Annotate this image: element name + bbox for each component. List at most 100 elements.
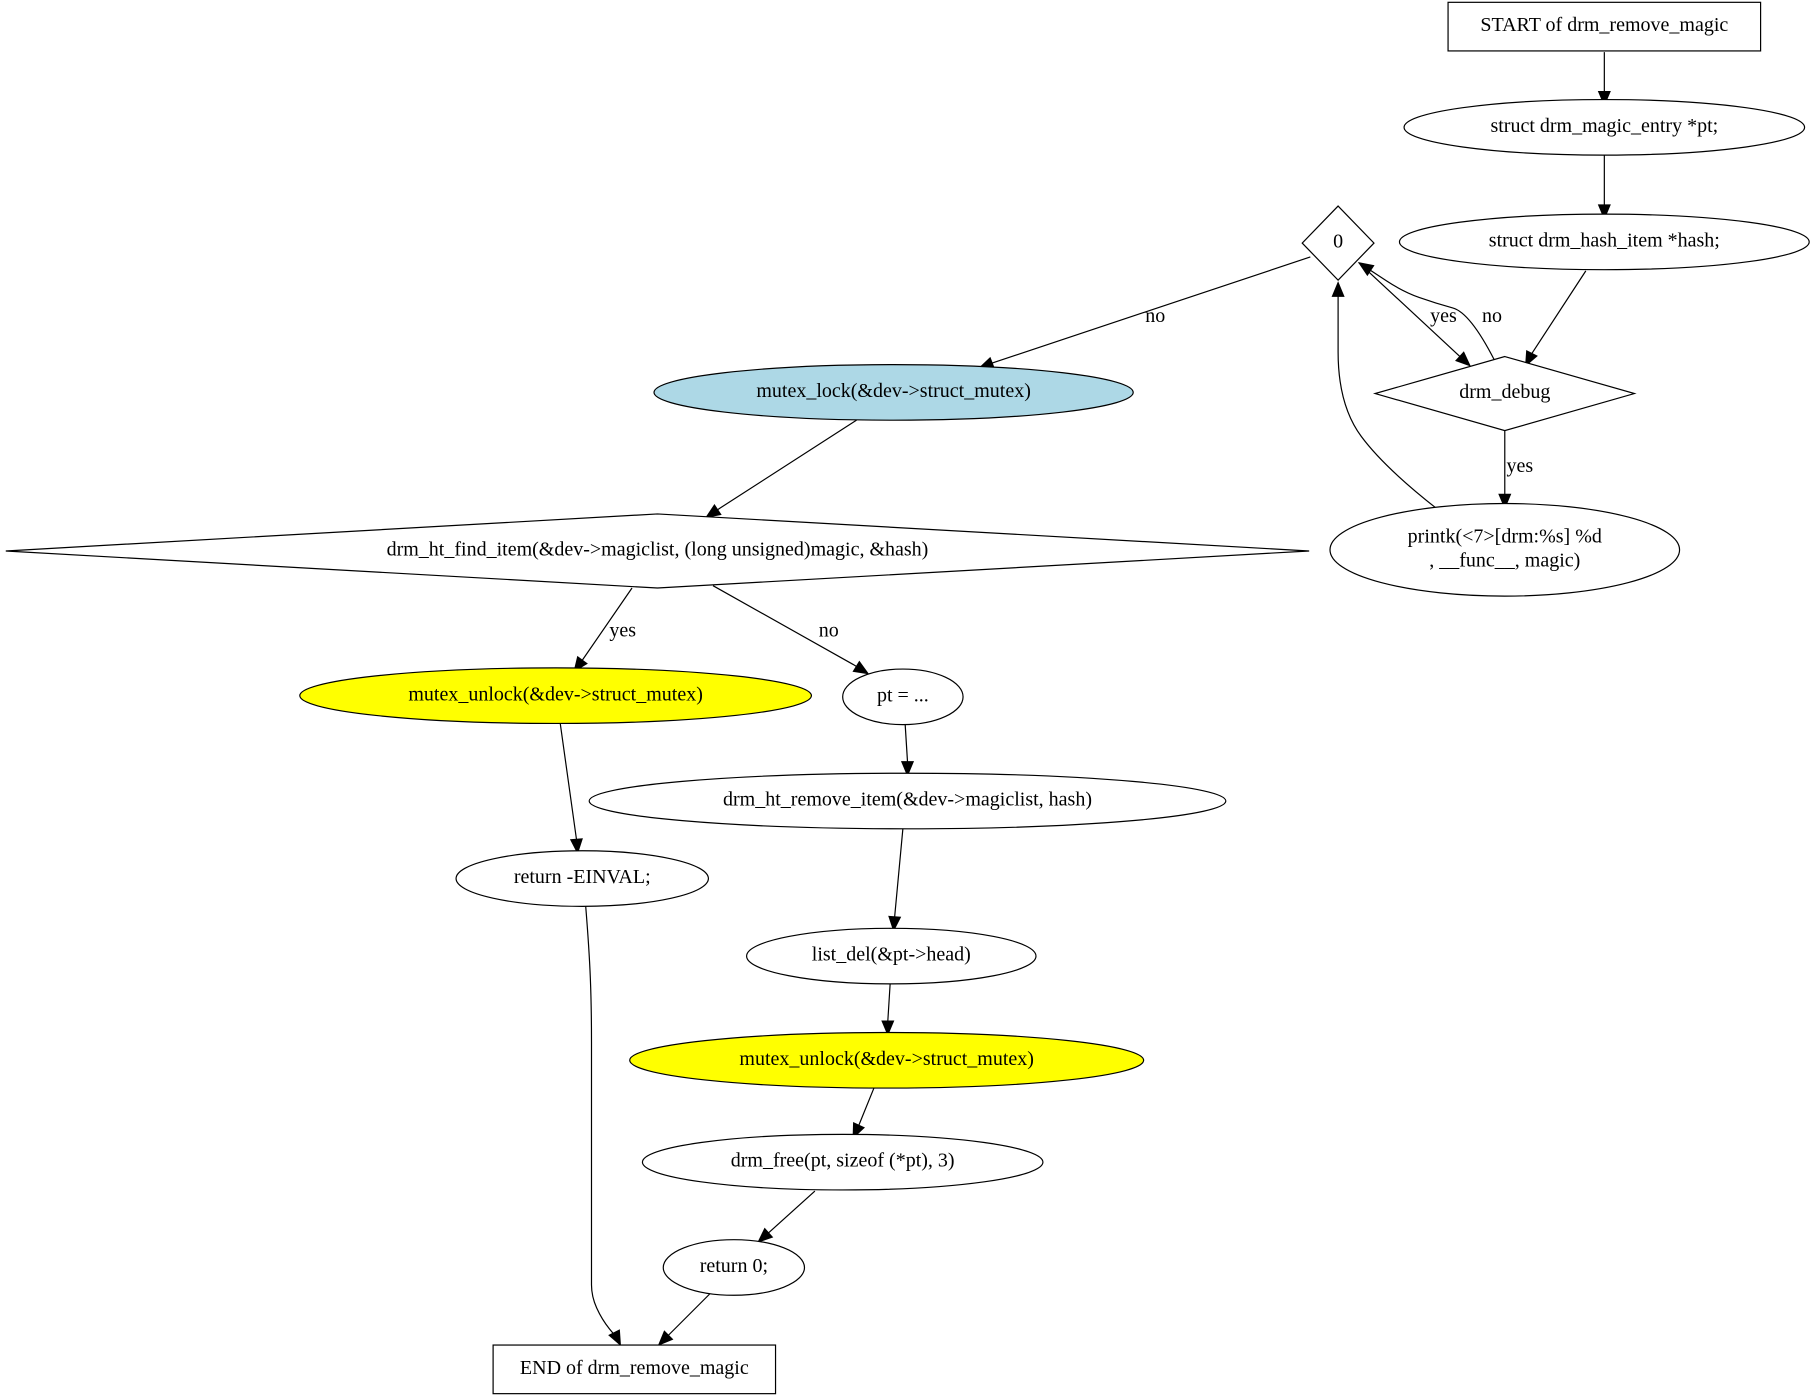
node-label: mutex_lock(&dev->struct_mutex)	[756, 380, 1031, 402]
diamond-shape	[5, 513, 1310, 589]
edge-unlock_err-to-ret_einval	[559, 723, 583, 855]
edge-line	[1358, 262, 1461, 357]
edge-drm_debug-to-cond_zero	[1357, 262, 1495, 361]
node-decl-hash: struct drm_hash_item *hash;	[1398, 213, 1810, 271]
node-label-line: , __func__, magic)	[1429, 549, 1580, 571]
node-end: END of drm_remove_magic	[492, 1344, 777, 1395]
edge-line	[992, 256, 1311, 364]
node-label: struct drm_hash_item *hash;	[1489, 230, 1720, 252]
node-label: mutex_unlock(&dev->struct_mutex)	[408, 683, 703, 705]
edge-printk-to-cond_zero	[1331, 281, 1439, 510]
node-mutex-lock: mutex_lock(&dev->struct_mutex)	[653, 364, 1134, 421]
node-label: END of drm_remove_magic	[520, 1357, 749, 1379]
edge-find_item-to-pt_assign	[712, 585, 870, 675]
ellipse-shape	[1329, 502, 1681, 597]
edge-line	[712, 585, 857, 667]
edge-pt_assign-to-remove_item	[900, 724, 915, 777]
edge-ret_einval-to-end	[585, 906, 622, 1347]
node-label: struct drm_magic_entry *pt;	[1490, 115, 1718, 137]
edge-decl_pt-to-decl_hash	[1597, 155, 1611, 221]
diamond-shape	[1301, 205, 1375, 281]
node-cond-zero: 0	[1301, 205, 1375, 281]
box-shape	[492, 1344, 777, 1395]
edge-start-to-decl_pt	[1597, 52, 1611, 107]
edge-label-yes: yes	[1506, 455, 1533, 477]
edge-line	[887, 983, 891, 1021]
edge-decl_hash-to-drm_debug	[1525, 270, 1587, 367]
node-label: drm_debug	[1459, 381, 1550, 403]
ellipse-shape	[662, 1239, 806, 1296]
ellipse-shape	[299, 667, 813, 725]
edge-label-no: no	[1482, 305, 1502, 327]
node-unlock-ok: mutex_unlock(&dev->struct_mutex)	[629, 1031, 1145, 1089]
edge-remove_item-to-list_del	[888, 828, 904, 932]
edge-line	[1370, 269, 1495, 361]
edge-line	[1337, 296, 1439, 510]
edge-label-no: no	[819, 620, 839, 642]
node-drm-free: drm_free(pt, sizeof (*pt), 3)	[641, 1133, 1044, 1191]
ellipse-shape	[629, 1031, 1145, 1089]
edge-line	[585, 906, 617, 1337]
node-label: pt = ...	[877, 684, 929, 706]
node-find-item: drm_ht_find_item(&dev->magiclist, (long …	[5, 513, 1310, 589]
ellipse-shape	[746, 927, 1037, 985]
ellipse-shape	[1398, 213, 1810, 271]
node-list-del: list_del(&pt->head)	[746, 927, 1037, 985]
node-pt-assign: pt = ...	[842, 668, 964, 726]
node-drm-debug: drm_debug	[1372, 355, 1637, 432]
edge-line	[559, 723, 578, 840]
edge-cond_zero-to-drm_debug	[1358, 262, 1472, 367]
edge-drm_debug-to-printk	[1498, 430, 1512, 510]
arrowhead	[1331, 281, 1345, 297]
box-shape	[1447, 1, 1762, 52]
edge-label-yes: yes	[609, 620, 636, 642]
node-ret-einval: return -EINVAL;	[455, 850, 710, 907]
edge-labels-layer: no yes yes no yes no	[609, 305, 1533, 642]
node-ret-zero: return 0;	[662, 1239, 806, 1296]
node-label: mutex_unlock(&dev->struct_mutex)	[739, 1048, 1034, 1070]
node-decl-pt: struct drm_magic_entry *pt;	[1403, 98, 1806, 156]
node-printk: printk(<7>[drm:%s] %d, __func__, magic)	[1329, 502, 1681, 597]
ellipse-shape	[1403, 98, 1806, 156]
edge-line	[768, 1190, 816, 1234]
edge-line	[894, 828, 904, 917]
arrowhead	[852, 660, 870, 675]
edges-layer	[559, 52, 1611, 1347]
edge-line	[904, 724, 909, 762]
edge-line	[668, 1293, 710, 1336]
arrowhead	[705, 503, 722, 519]
node-label-line: printk(<7>[drm:%s] %d	[1408, 525, 1602, 547]
edge-line	[858, 1087, 875, 1126]
ellipse-shape	[653, 364, 1134, 421]
node-label: drm_ht_remove_item(&dev->magiclist, hash…	[723, 789, 1092, 811]
diamond-shape	[1372, 355, 1637, 432]
arrowhead	[608, 1329, 622, 1347]
node-start: START of drm_remove_magic	[1447, 1, 1762, 52]
edge-ret_zero-to-end	[657, 1293, 710, 1346]
ellipse-shape	[588, 772, 1227, 830]
node-label: return 0;	[700, 1255, 768, 1277]
edge-unlock_ok-to-drm_free	[852, 1087, 875, 1140]
edge-list_del-to-unlock_ok	[881, 983, 895, 1037]
edge-mutex_lock-to-find_item	[705, 419, 857, 519]
arrowhead	[881, 1020, 895, 1037]
node-label: drm_free(pt, sizeof (*pt), 3)	[731, 1150, 955, 1172]
edge-line	[1530, 270, 1587, 355]
node-label: list_del(&pt->head)	[812, 944, 971, 966]
node-unlock-err: mutex_unlock(&dev->struct_mutex)	[299, 667, 813, 725]
edge-label-yes: yes	[1430, 305, 1457, 327]
ellipse-shape	[842, 668, 964, 726]
node-label: 0	[1333, 231, 1343, 253]
edge-drm_free-to-ret_zero	[757, 1190, 816, 1243]
edge-line	[717, 419, 857, 511]
node-remove-item: drm_ht_remove_item(&dev->magiclist, hash…	[588, 772, 1227, 830]
node-label: return -EINVAL;	[514, 866, 651, 888]
ellipse-shape	[641, 1133, 1044, 1191]
edge-line	[581, 587, 633, 661]
node-label: START of drm_remove_magic	[1480, 14, 1728, 36]
node-label: drm_ht_find_item(&dev->magiclist, (long …	[387, 539, 929, 561]
edge-label-no: no	[1145, 305, 1165, 327]
ellipse-shape	[455, 850, 710, 907]
